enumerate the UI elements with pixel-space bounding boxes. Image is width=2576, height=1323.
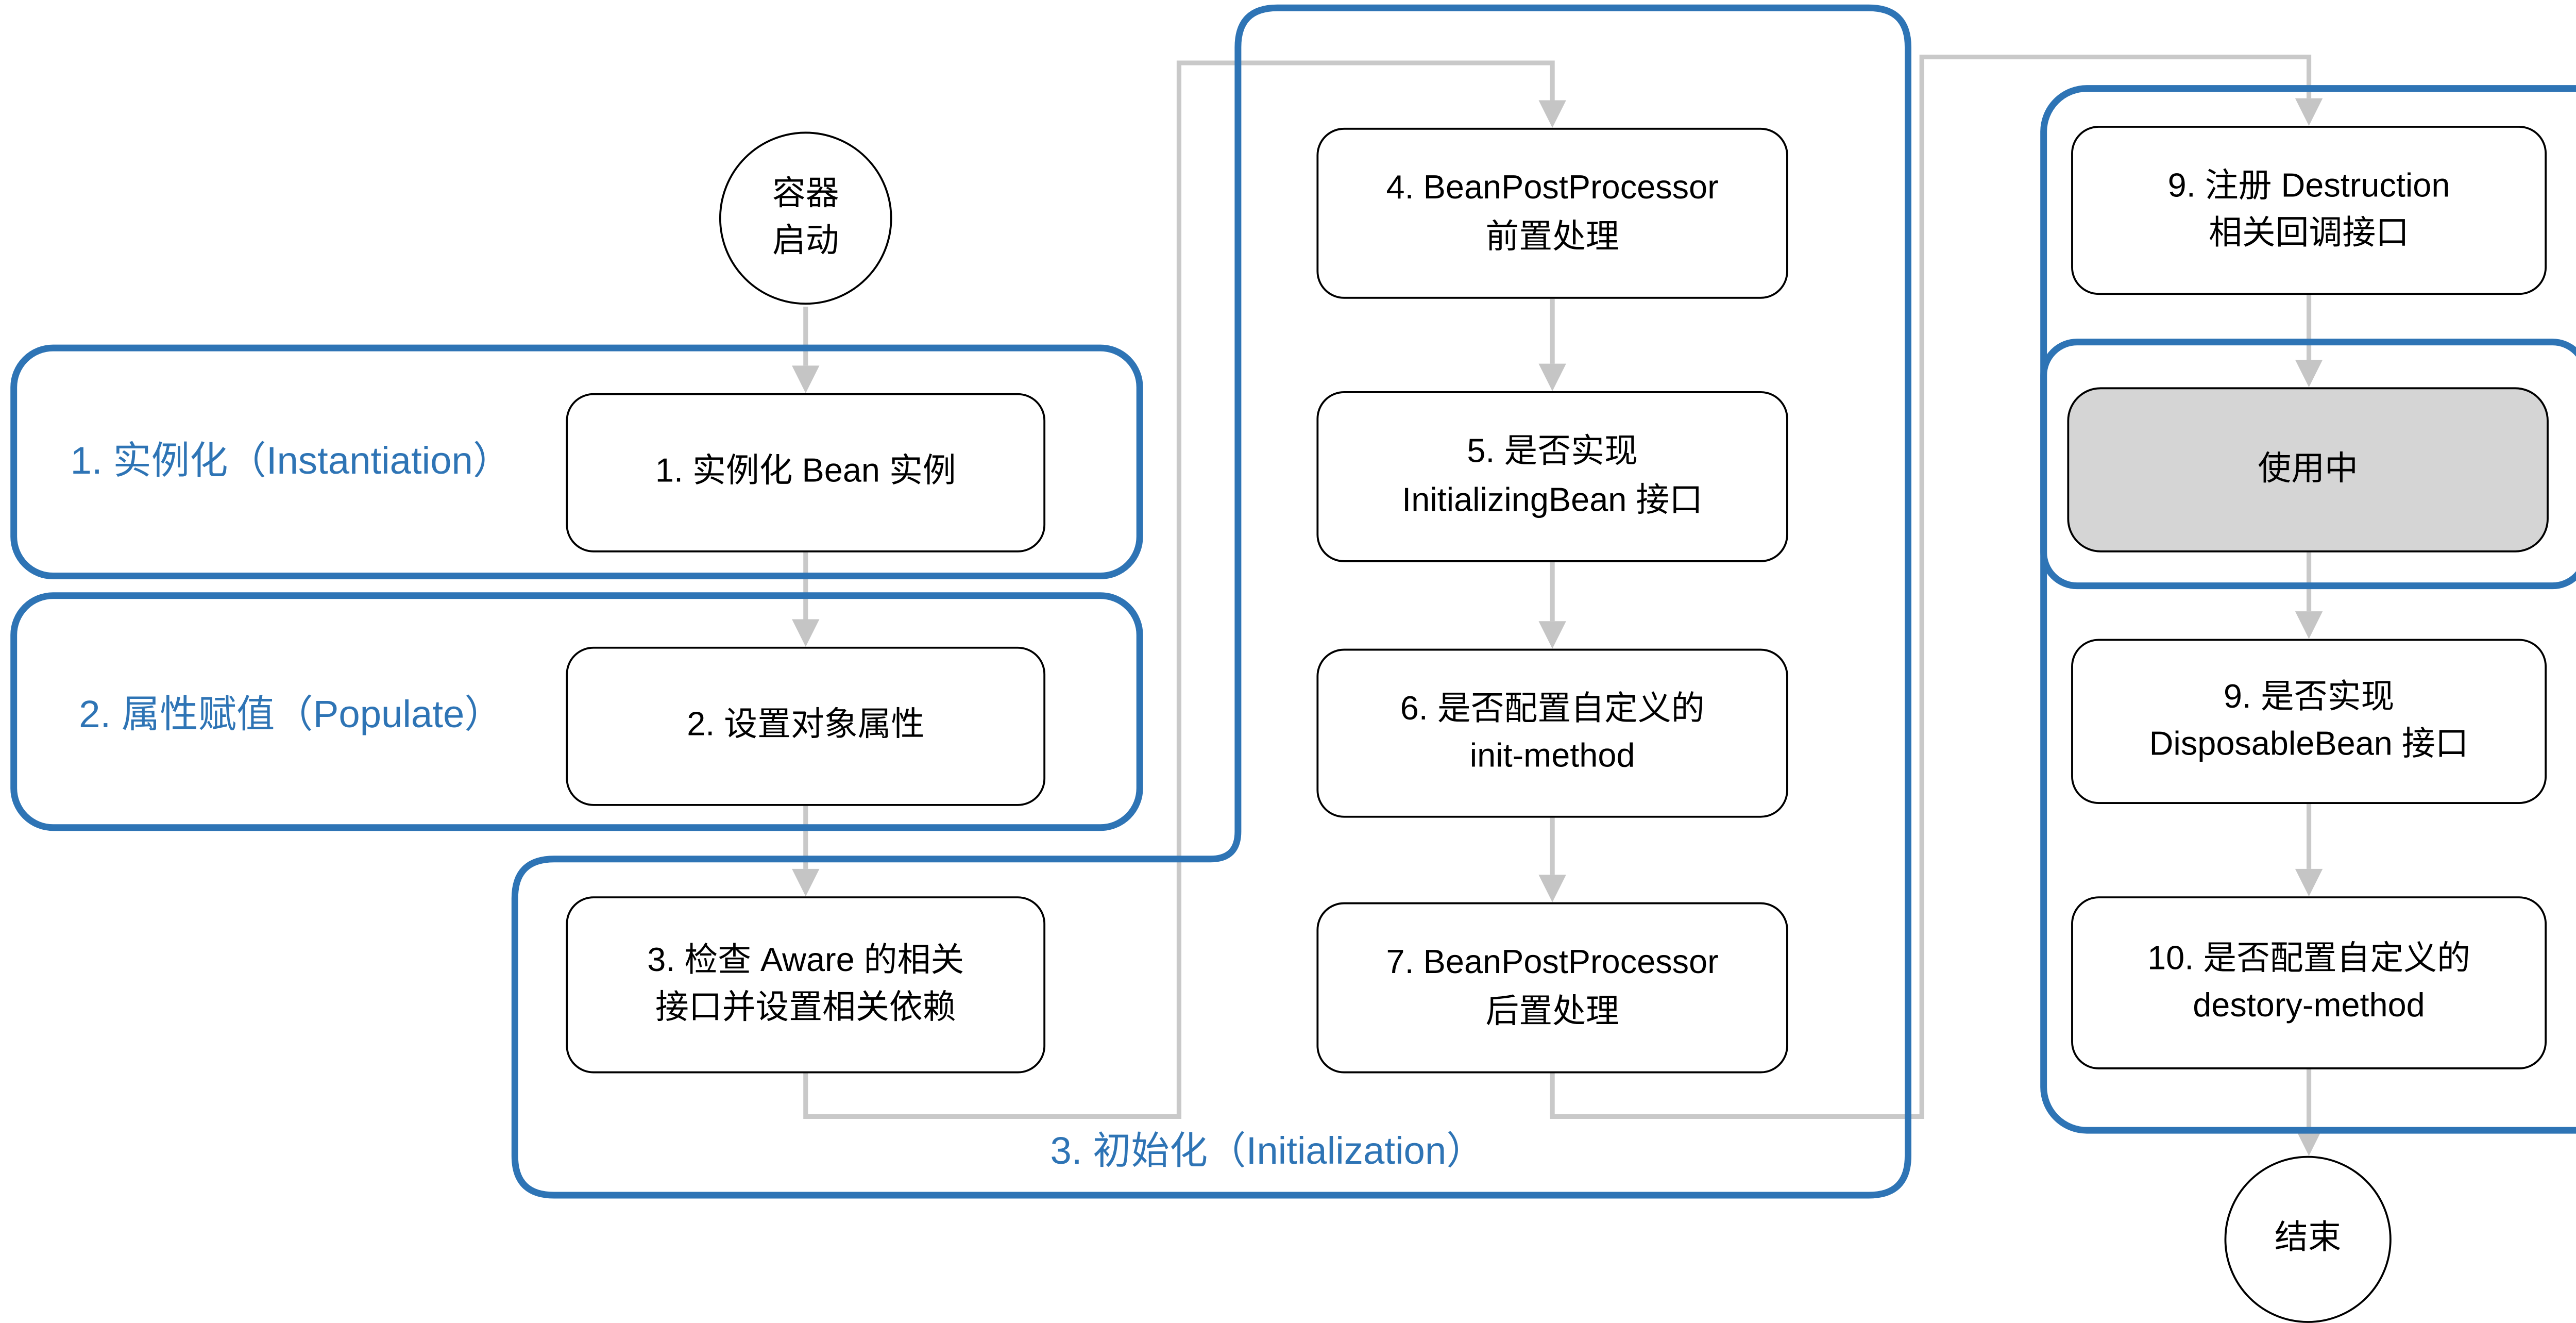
- step-9-disposablebean-box: 9. 是否实现 DisposableBean 接口: [2071, 639, 2547, 804]
- step-1-instantiate-box: 1. 实例化 Bean 实例: [566, 393, 1046, 552]
- in-use-box: 使用中: [2067, 387, 2549, 552]
- step-9-register-destruction-box: 9. 注册 Destruction 相关回调接口: [2071, 126, 2547, 295]
- label-destruction: 4. 销毁（Destruction）: [2531, 894, 2576, 940]
- step-10-label: 10. 是否配置自定义的 destory-method: [2147, 939, 2470, 1025]
- end-node-label: 结束: [2274, 1219, 2342, 1257]
- connector-step3-to-step4: [803, 60, 1555, 1119]
- start-node-label: 容器 启动: [772, 174, 839, 260]
- arrow-head: [792, 365, 820, 393]
- step-6-label: 6. 是否配置自定义的 init-method: [1400, 690, 1705, 775]
- label-instantiation: 1. 实例化（Instantiation）: [70, 440, 512, 484]
- step-4-postprocessor-before-box: 4. BeanPostProcessor 前置处理: [1316, 127, 1788, 299]
- step-3-aware-box: 3. 检查 Aware 的相关 接口并设置相关依赖: [566, 896, 1046, 1074]
- step-5-label: 5. 是否实现 InitializingBean 接口: [1402, 433, 1703, 518]
- start-node: 容器 启动: [719, 131, 892, 305]
- end-node: 结束: [2224, 1155, 2392, 1323]
- step-5-initializingbean-box: 5. 是否实现 InitializingBean 接口: [1316, 391, 1788, 562]
- step-9-disposable-label: 9. 是否实现 DisposableBean 接口: [2149, 678, 2469, 763]
- arrow-head: [792, 619, 820, 647]
- label-populate: 2. 属性赋值（Populate）: [79, 694, 503, 738]
- arrow-head: [2295, 868, 2323, 897]
- step-7-postprocessor-after-box: 7. BeanPostProcessor 后置处理: [1316, 902, 1788, 1074]
- in-use-label: 使用中: [2258, 450, 2358, 488]
- step-1-label: 1. 实例化 Bean 实例: [655, 453, 956, 491]
- step-4-label: 4. BeanPostProcessor 前置处理: [1386, 170, 1719, 255]
- step-2-label: 2. 设置对象属性: [687, 706, 925, 744]
- group-instantiation-outline: [10, 344, 1143, 580]
- connectors: [803, 55, 2312, 1129]
- step-3-label: 3. 检查 Aware 的相关 接口并设置相关依赖: [647, 941, 964, 1026]
- step-2-populate-box: 2. 设置对象属性: [566, 646, 1046, 806]
- arrow-head: [2295, 359, 2323, 388]
- arrow-head: [2295, 1128, 2323, 1156]
- label-initialization: 3. 初始化（Initialization）: [1050, 1130, 1485, 1174]
- arrow-head: [1538, 875, 1566, 902]
- group-initialization-outline: [511, 4, 1911, 1199]
- arrow-head: [792, 868, 820, 897]
- step-7-label: 7. BeanPostProcessor 后置处理: [1386, 944, 1719, 1029]
- step-6-init-method-box: 6. 是否配置自定义的 init-method: [1316, 648, 1788, 818]
- group-populate-outline: [10, 592, 1143, 831]
- arrow-head: [2295, 98, 2323, 126]
- arrow-head: [2295, 611, 2323, 639]
- group-destruction-outline: [2040, 85, 2576, 1134]
- group-outlines: [10, 4, 2576, 1199]
- arrow-head: [1538, 100, 1566, 128]
- connector-step7-to-register: [1550, 55, 2312, 1119]
- arrow-head: [1538, 621, 1566, 649]
- arrowheads: [792, 98, 2323, 1156]
- step-10-destroy-method-box: 10. 是否配置自定义的 destory-method: [2071, 896, 2547, 1069]
- arrow-head: [1538, 363, 1566, 392]
- step-9-register-label: 9. 注册 Destruction 相关回调接口: [2167, 166, 2450, 252]
- group-inuse-outline: [2040, 339, 2576, 590]
